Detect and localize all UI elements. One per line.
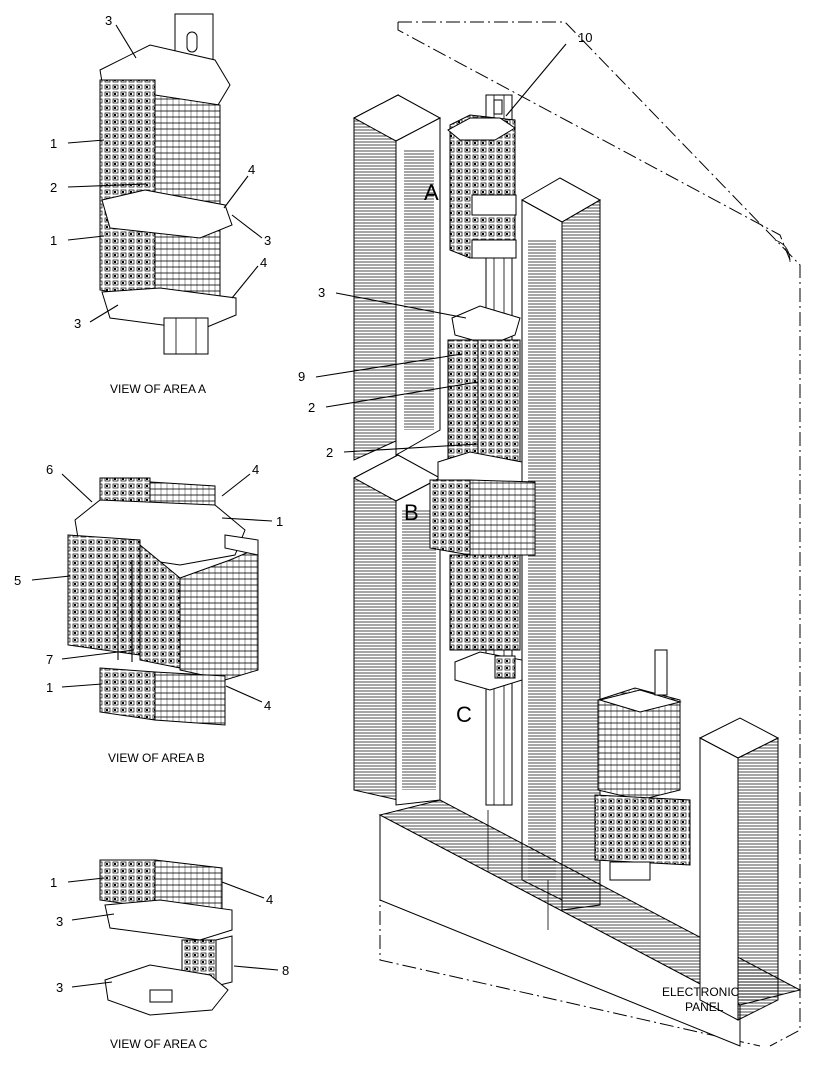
electronic-panel-label-line2: PANEL	[685, 1000, 724, 1014]
electronic-panel-module	[594, 649, 691, 881]
callout-a-4-upper: 4	[248, 162, 255, 177]
view-c-caption: VIEW OF AREA C	[110, 1037, 208, 1051]
callout-c-8: 8	[282, 963, 289, 978]
callout-main-2b: 2	[326, 445, 333, 460]
callout-main-2a: 2	[308, 400, 315, 415]
view-area-c: 1 4 3 8 3 VIEW OF AREA C	[50, 859, 289, 1051]
electronic-panel-label-line1: ELECTRONIC	[662, 985, 740, 999]
callout-b-4-upper: 4	[252, 462, 259, 477]
callout-c-3-lower: 3	[56, 980, 63, 995]
terminal-stack-middle	[447, 305, 521, 471]
view-a-caption: VIEW OF AREA A	[110, 382, 206, 396]
electronic-panel-duct	[698, 717, 780, 1021]
terminal-stack-a	[447, 114, 517, 259]
callout-b-5: 5	[14, 573, 21, 588]
callout-main-3: 3	[318, 285, 325, 300]
terminal-stack-c	[454, 651, 523, 691]
callout-c-1: 1	[50, 875, 57, 890]
callout-main-9: 9	[298, 369, 305, 384]
callout-a-2: 2	[50, 180, 57, 195]
main-assembly: A B C 10 3 9 2 2 ELECTRONIC PANEL	[298, 21, 802, 1047]
wire-duct-upper-left	[352, 94, 442, 461]
terminal-stack-b	[429, 451, 536, 651]
callout-b-1-lower: 1	[46, 680, 53, 695]
wire-duct-right	[520, 177, 602, 911]
callout-b-4-lower: 4	[264, 698, 271, 713]
wire-duct-bottom	[378, 799, 802, 1047]
callout-a-3-right: 3	[264, 233, 271, 248]
wire-duct-lower-left	[352, 454, 442, 806]
callout-a-4-lower: 4	[260, 255, 267, 270]
callout-b-1-right: 1	[276, 514, 283, 529]
callout-b-7: 7	[46, 652, 53, 667]
area-label-c: C	[456, 702, 472, 727]
area-label-b: B	[404, 500, 419, 525]
callout-a-1-lower: 1	[50, 233, 57, 248]
callout-b-6: 6	[46, 462, 53, 477]
area-label-a: A	[424, 180, 439, 205]
view-area-a: 3 1 2 4 1 3 4 3 VIEW OF AREA A	[50, 13, 271, 396]
callout-c-4: 4	[266, 892, 273, 907]
view-b-caption: VIEW OF AREA B	[108, 751, 205, 765]
callout-a-3-bottom: 3	[74, 316, 81, 331]
callout-main-10: 10	[578, 30, 592, 45]
callout-c-3-upper: 3	[56, 914, 63, 929]
view-area-b: 6 4 1 5 7 1 4 VIEW OF AREA B	[14, 462, 283, 765]
callout-a-1-upper: 1	[50, 136, 57, 151]
callout-a-3-top: 3	[105, 13, 112, 28]
